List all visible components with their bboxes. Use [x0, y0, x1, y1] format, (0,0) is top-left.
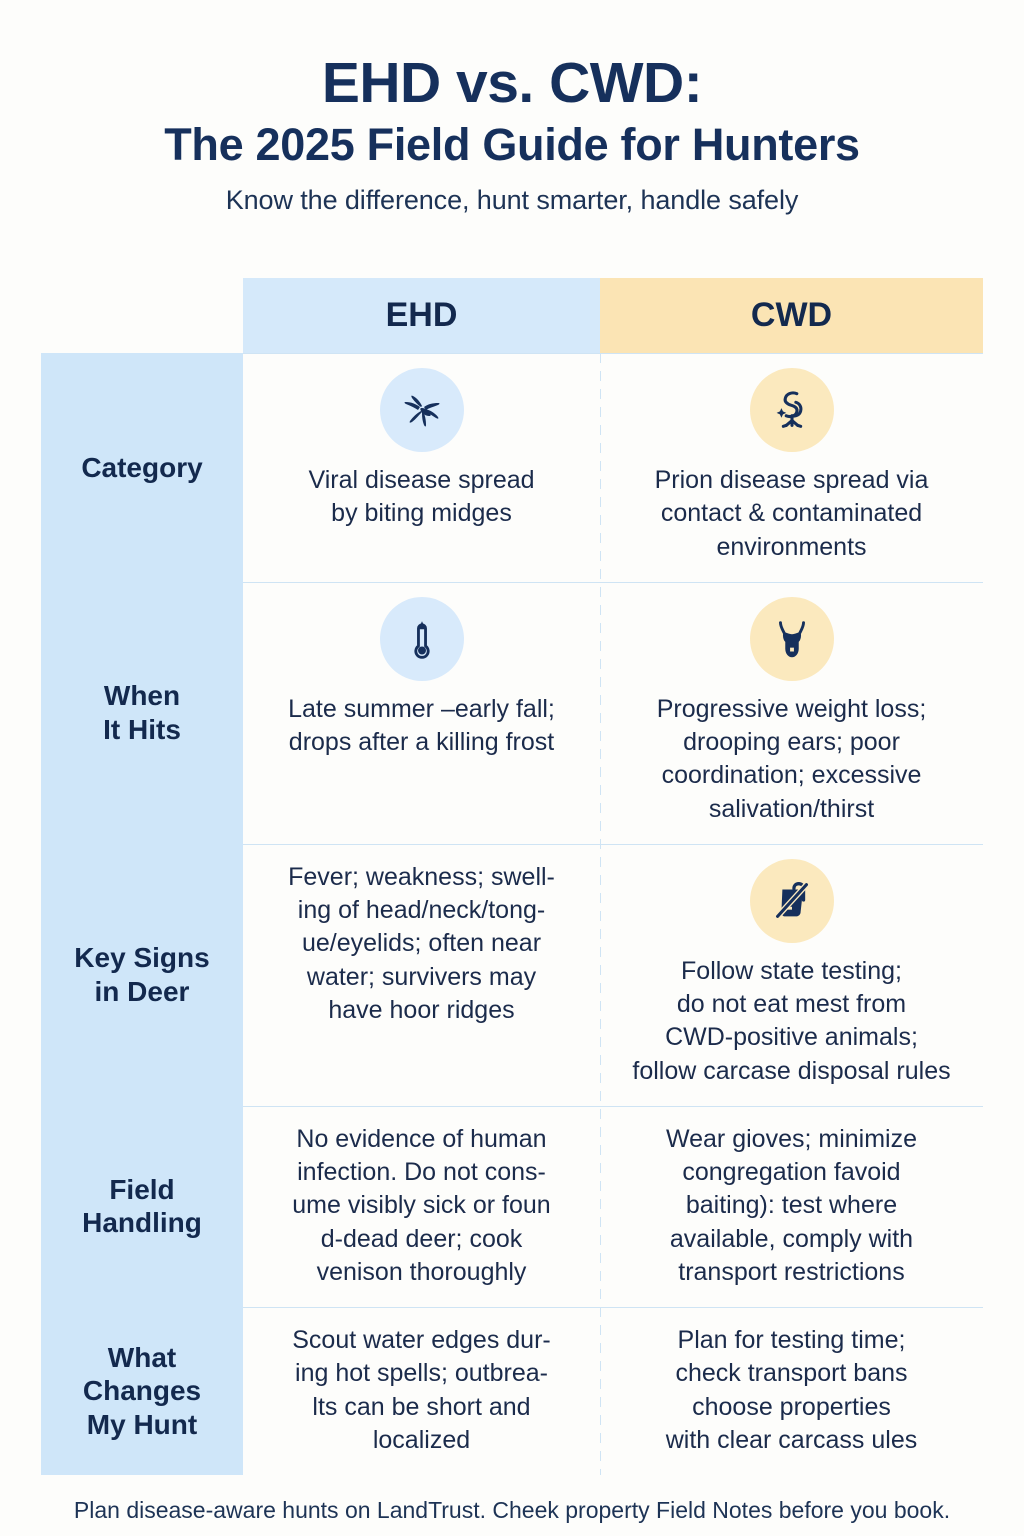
- cell-key-signs-cwd: Follow state testing; do not eat mest fr…: [600, 843, 983, 1106]
- footer-note: Plan disease-aware hunts on LandTrust. C…: [73, 1497, 951, 1523]
- cell-key-signs-ehd: Fever; weakness; swell- ing of head/neck…: [243, 843, 600, 1106]
- header-block: EHD vs. CWD: The 2025 Field Guide for Hu…: [0, 0, 1024, 216]
- cell-text: Wear gioves; minimize congregation favoi…: [665, 1124, 917, 1286]
- row-label-text: When It Hits: [103, 680, 181, 745]
- row-label-category: Category: [41, 353, 243, 582]
- no-meat-icon: [749, 858, 834, 943]
- page-title-line-1: EHD vs. CWD:: [321, 51, 703, 115]
- prion-protein-icon: [749, 368, 834, 452]
- cell-text: Follow state testing; do not eat mest fr…: [632, 956, 951, 1085]
- cell-text: Plan for testing time; check transport b…: [665, 1326, 918, 1454]
- cell-text: Late summer –early fall; drops after a k…: [288, 694, 555, 756]
- table-corner-blank: [41, 278, 243, 353]
- thermometer-icon: [379, 596, 464, 681]
- cell-when-it-hits-cwd: Progressive weight loss; drooping ears; …: [600, 581, 983, 844]
- deer-head-icon: [749, 596, 834, 681]
- cell-text: Prion disease spread via contact & conta…: [654, 466, 929, 561]
- cell-field-handling-ehd: No evidence of human infection. Do not c…: [243, 1105, 600, 1307]
- row-label-text: Category: [81, 451, 203, 483]
- column-header-ehd: EHD: [243, 278, 600, 353]
- midge-icon: [379, 368, 464, 452]
- row-label-text: Field Handling: [82, 1173, 202, 1239]
- cell-category-cwd: Prion disease spread via contact & conta…: [600, 353, 983, 582]
- page-subtitle: Know the difference, hunt smarter, handl…: [225, 184, 799, 215]
- cell-text: No evidence of human infection. Do not c…: [292, 1124, 551, 1286]
- cell-text: Fever; weakness; swell- ing of head/neck…: [288, 862, 555, 1024]
- page-title-line-2: The 2025 Field Guide for Hunters: [164, 118, 860, 170]
- cell-category-ehd: Viral disease spread by biting midges: [243, 353, 600, 582]
- cell-field-handling-cwd: Wear gioves; minimize congregation favoi…: [600, 1105, 983, 1307]
- comparison-table: EHD CWD Category: [41, 278, 983, 1475]
- cell-when-it-hits-ehd: Late summer –early fall; drops after a k…: [243, 581, 600, 844]
- row-label-field-handling: Field Handling: [41, 1105, 243, 1307]
- row-label-key-signs: Key Signs in Deer: [41, 843, 243, 1106]
- cell-what-changes-ehd: Scout water edges dur- ing hot spells; o…: [243, 1307, 600, 1475]
- table-grid: EHD CWD Category: [41, 278, 983, 1475]
- cell-text: Progressive weight loss; drooping ears; …: [656, 694, 927, 823]
- cell-what-changes-cwd: Plan for testing time; check transport b…: [600, 1307, 983, 1475]
- row-label-when-it-hits: When It Hits: [41, 581, 243, 844]
- column-header-cwd: CWD: [600, 278, 983, 353]
- row-label-text: Key Signs in Deer: [74, 942, 210, 1007]
- cell-text: Scout water edges dur- ing hot spells; o…: [292, 1326, 551, 1454]
- row-label-what-changes-my-hunt: What Changes My Hunt: [41, 1307, 243, 1475]
- cell-text: Viral disease spread by biting midges: [308, 466, 535, 528]
- row-label-text: What Changes My Hunt: [82, 1341, 202, 1440]
